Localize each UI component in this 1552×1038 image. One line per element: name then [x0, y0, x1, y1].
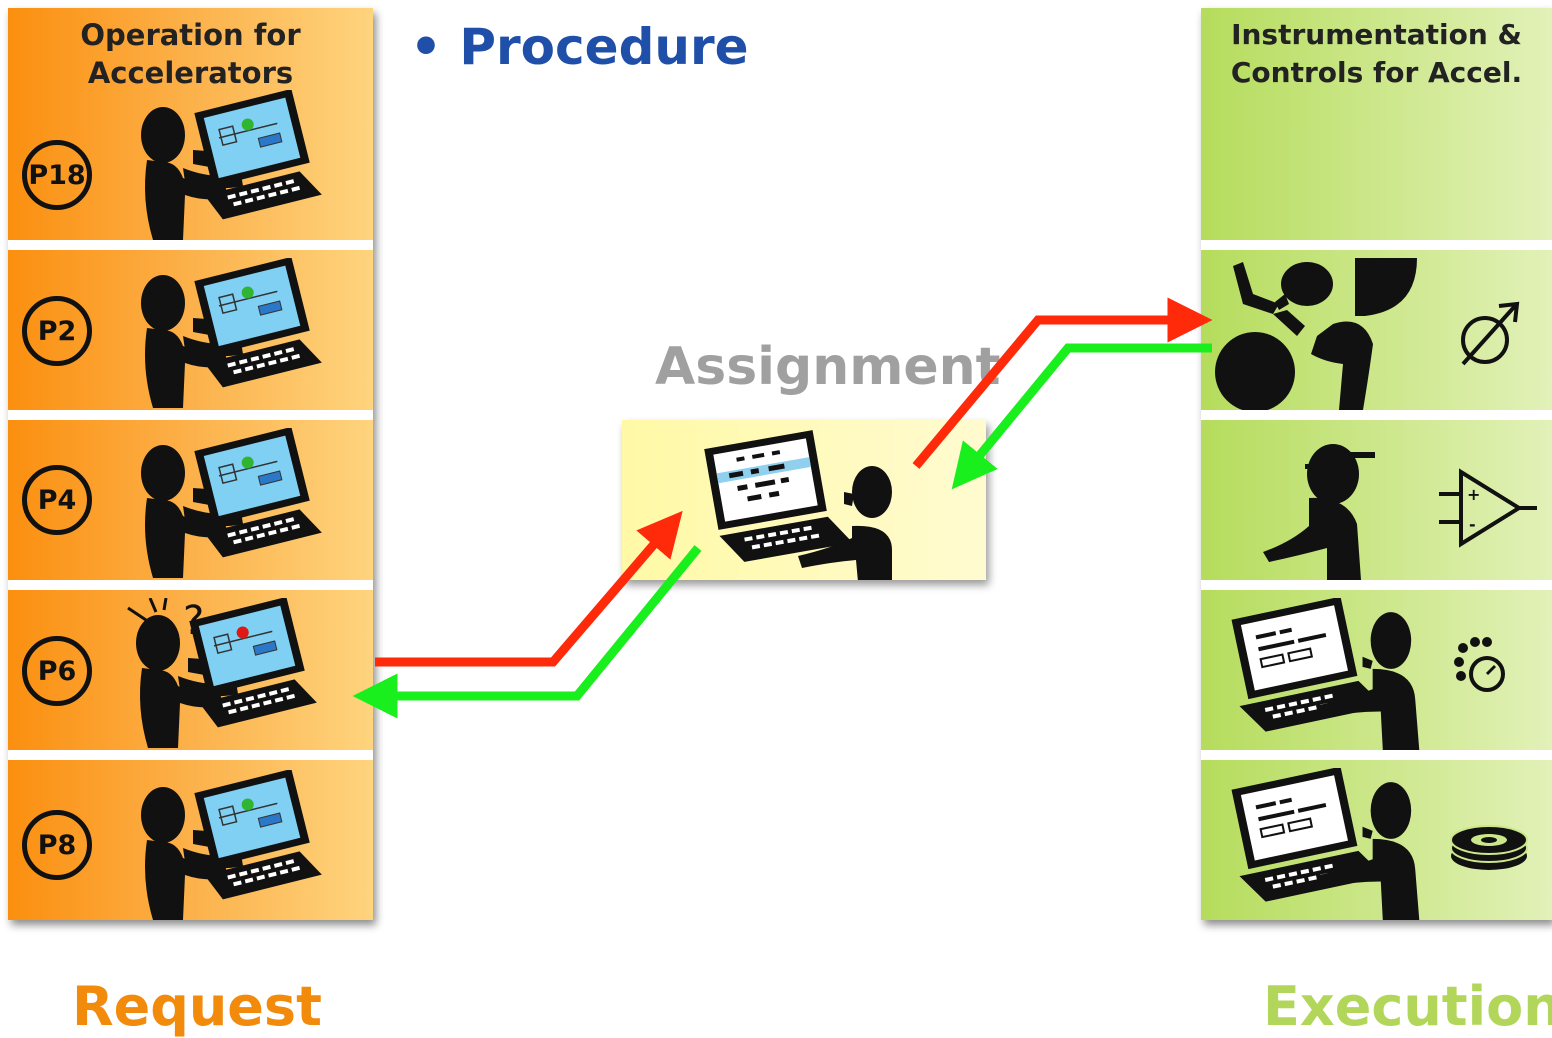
coordinator-laptop-icon — [704, 430, 892, 580]
instrumentation-column-title: Instrumentation & Controls for Accel. — [1230, 18, 1523, 89]
operation-column-title: Operation for Accelerators — [80, 18, 301, 90]
page-title: • Procedure — [410, 18, 749, 76]
instrumentation-header-panel: Instrumentation & Controls for Accel. — [1201, 8, 1552, 240]
electronics-expert-icon — [1263, 444, 1375, 580]
report-arrow — [951, 343, 1212, 490]
execution-label: Execution — [1263, 975, 1552, 1038]
operator-panel-p6: P6 ? — [8, 590, 373, 750]
expert-panel-mechanic — [1201, 250, 1552, 410]
expert-panel-electronics: + - — [1201, 420, 1552, 580]
amplifier-icon: + - — [1439, 468, 1537, 550]
operator-panel-p4: P4 — [8, 420, 373, 580]
operator-badge: P6 — [22, 636, 92, 706]
storage-disk-icon — [1447, 816, 1533, 876]
expert-panel-software-storage — [1201, 760, 1552, 920]
mechanic-expert-icon — [1215, 258, 1417, 410]
operator-badge: P2 — [22, 296, 92, 366]
operator-badge: P18 — [22, 140, 92, 210]
operator-panel-p18: Operation for Accelerators P18 — [8, 8, 373, 240]
request-label: Request — [72, 975, 322, 1038]
instrumentation-column: Instrumentation & Controls for Accel. — [1201, 8, 1552, 920]
diameter-icon — [1455, 300, 1525, 370]
operator-badge: P4 — [22, 465, 92, 535]
operator-panel-p8: P8 — [8, 760, 373, 920]
svg-text:+: + — [1467, 485, 1480, 504]
expert-panel-software-timing — [1201, 590, 1552, 750]
svg-text:-: - — [1469, 515, 1476, 534]
operation-column: Operation for Accelerators P18 P2 P4 P6 … — [8, 8, 373, 920]
assignment-title: Assignment — [655, 337, 1001, 397]
timing-icon — [1449, 632, 1519, 702]
dispatch-arrow — [912, 297, 1213, 469]
operator-panel-p2: P2 — [8, 250, 373, 410]
assignment-panel — [622, 420, 986, 580]
operator-badge: P8 — [22, 810, 92, 880]
question-mark-icon: ? — [183, 598, 205, 644]
response-arrow — [352, 545, 702, 719]
request-arrow — [375, 510, 683, 667]
